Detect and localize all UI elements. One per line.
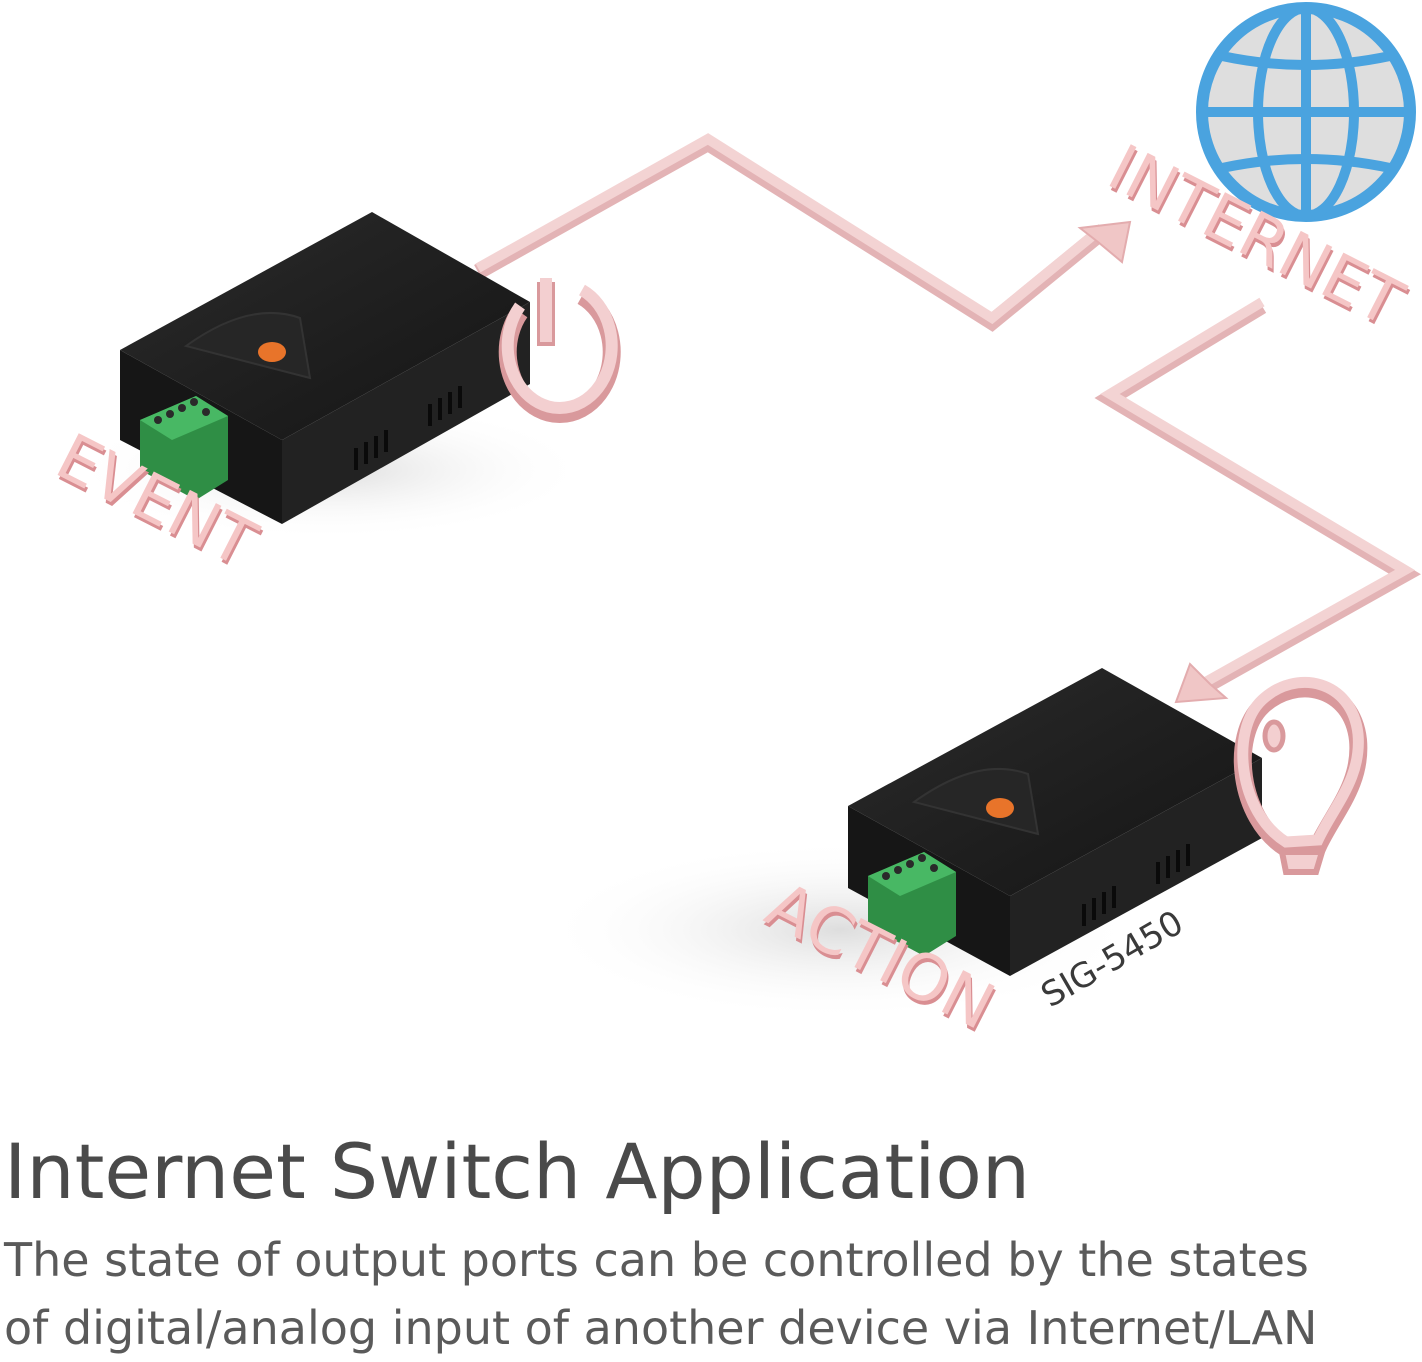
lightbulb-icon (1233, 676, 1368, 875)
action-device (540, 668, 1262, 1020)
arrow-icon (1077, 220, 1132, 264)
caption-line-1: The state of output ports can be control… (4, 1233, 1309, 1287)
caption-description: The state of output ports can be control… (4, 1226, 1414, 1362)
terminal-block (140, 396, 228, 500)
path-event-to-internet (474, 133, 1108, 332)
arrow-icon (1174, 662, 1229, 704)
caption-title: Internet Switch Application (4, 1127, 1030, 1216)
terminal-block (868, 852, 956, 956)
path-internet-to-action (1094, 297, 1421, 695)
event-device (70, 212, 590, 540)
power-icon (498, 278, 621, 423)
caption-line-2: of digital/analog input of another devic… (4, 1301, 1318, 1355)
network-diagram: INTERNET INTERNET (45, 2, 1421, 1049)
globe-icon (1196, 2, 1416, 222)
